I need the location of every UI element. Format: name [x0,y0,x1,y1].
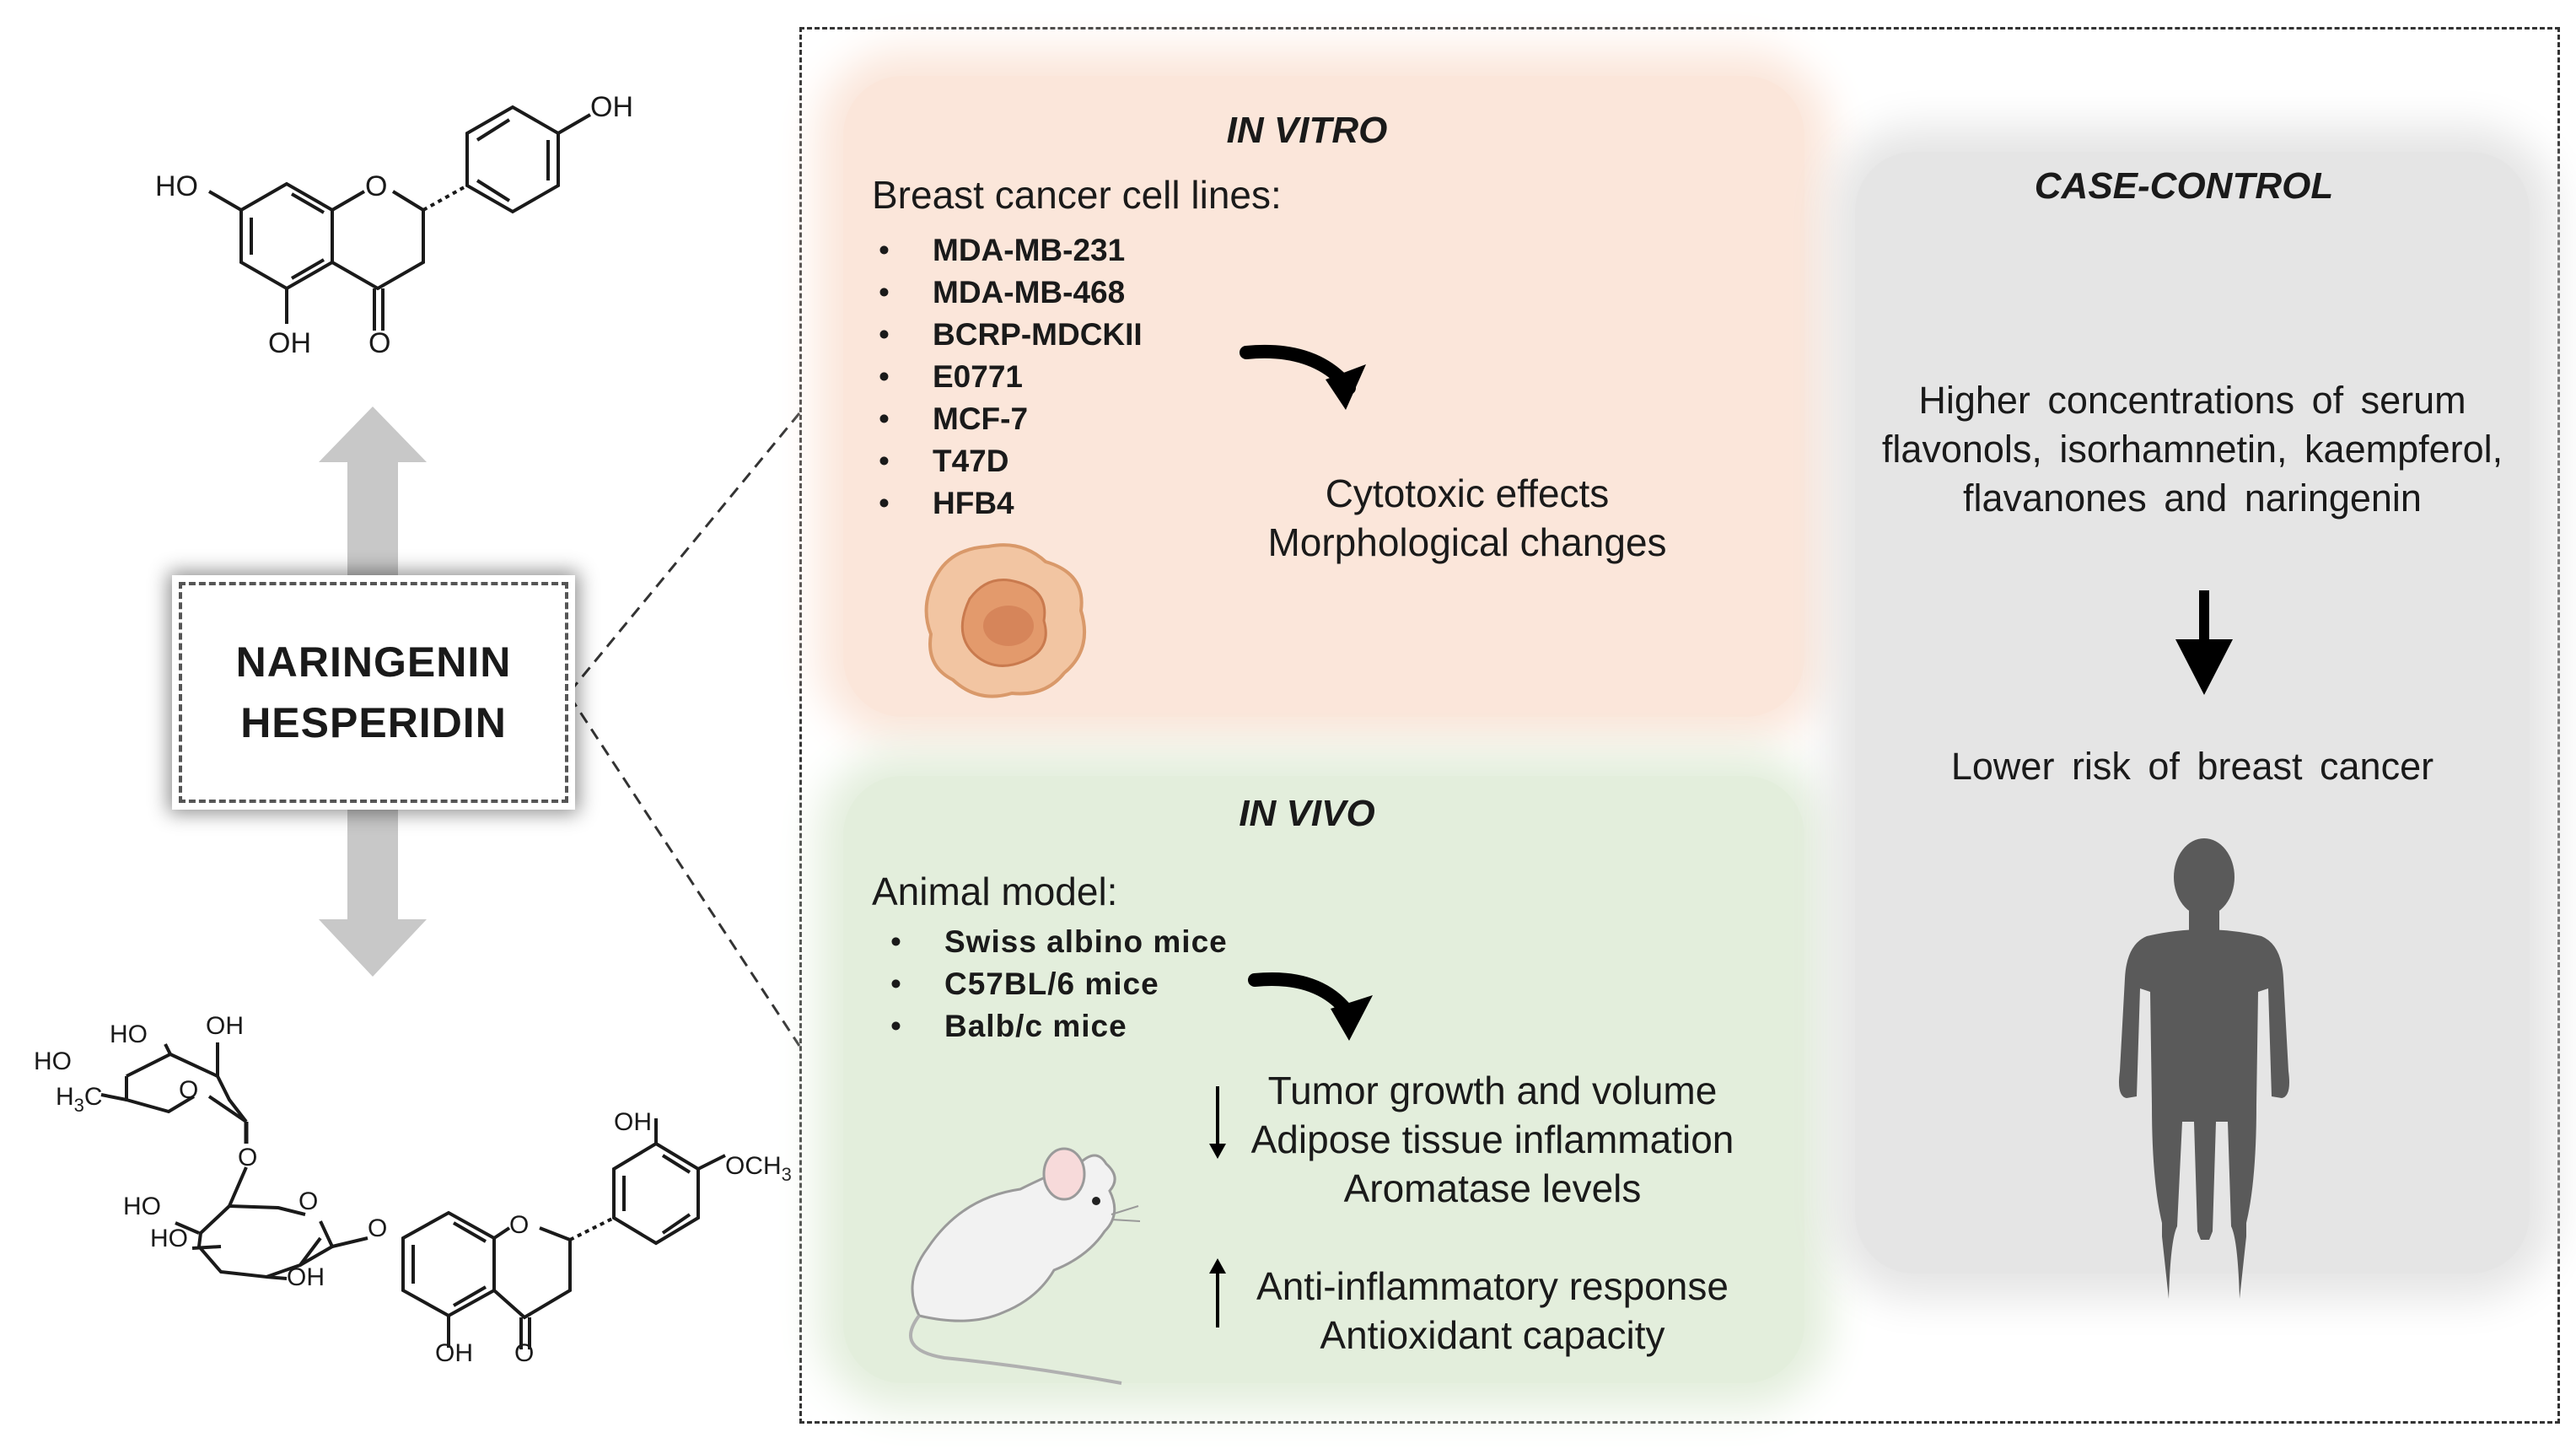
in-vitro-lead: Breast cancer cell lines: [872,173,1282,217]
hesperidin-och3-och: OCH [725,1152,782,1180]
hesperidin-och3-sub: 3 [782,1164,792,1185]
list-item: C57BL/6 mice [884,963,1228,1005]
in-vivo-lead: Animal model: [872,870,1118,913]
curved-arrow-icon [1248,972,1373,1041]
mouse-icon [909,1147,1141,1385]
naringenin-structure [207,105,592,331]
hesperidin-ring-oxygen-1: O [179,1076,198,1104]
list-item: HFB4 [872,482,1143,525]
human-silhouette-icon [2119,838,2289,1299]
decreased-tumor: Tumor growth and volume [1267,1069,1718,1112]
list-item: Swiss albino mice [884,921,1228,963]
naringenin-oh-bottom: OH [268,327,311,359]
case-control-finding: Higher concentrations of serum flavonols… [1830,376,2555,523]
finding-line-1: Higher concentrations of serum [1918,379,2466,422]
hesperidin-oh-a: OH [206,1012,244,1040]
hesperidin-ho-c: HO [34,1047,72,1075]
effect-cytotoxic: Cytotoxic effects [1325,471,1610,515]
compound-name-naringenin: NARINGENIN [235,638,512,686]
hesperidin-link-oxygen-1: O [238,1144,257,1171]
list-item: E0771 [872,356,1143,398]
up-arrow-icon [319,407,427,582]
increased-anti-inflammatory: Anti-inflammatory response [1256,1264,1729,1308]
hesperidin-och3: OCH3 [725,1152,792,1185]
down-arrow-icon [2175,590,2233,695]
connector-line-top [568,412,801,692]
decreased-aromatase: Aromatase levels [1343,1166,1642,1210]
naringenin-oh-top: OH [590,91,633,123]
hesperidin-ho-e: HO [150,1225,188,1252]
naringenin-ketone-oxygen: O [368,327,390,359]
hesperidin-oh-g: OH [614,1108,652,1136]
in-vitro-title: IN VITRO [1226,110,1388,151]
in-vivo-increased: Anti-inflammatory response Antioxidant c… [1223,1262,1762,1360]
in-vivo-decreased: Tumor growth and volume Adipose tissue i… [1223,1066,1762,1213]
in-vitro-effects: Cytotoxic effects Morphological changes [1214,469,1720,567]
hesperidin-h3c-c: C [84,1083,103,1111]
compound-label-box: NARINGENIN HESPERIDIN [179,582,568,803]
hesperidin-h3c-h: H [56,1083,74,1111]
connector-line-bottom [568,696,801,1047]
evidence-frame [799,27,2560,1424]
list-item: MDA-MB-468 [872,272,1143,314]
hesperidin-ho-b: HO [110,1020,148,1048]
case-control-outcome: Lower risk of breast cancer [1950,745,2434,788]
increased-antioxidant: Antioxidant capacity [1320,1313,1665,1357]
hesperidin-link-oxygen-2: O [368,1214,387,1242]
hesperidin-ring-oxygen-3: O [509,1211,529,1239]
hesperidin-ring-oxygen-2: O [298,1187,318,1215]
finding-line-2: flavonols, isorhamnetin, kaempferol, [1881,428,2503,471]
naringenin-ho-left: HO [155,170,198,202]
in-vivo-title: IN VIVO [1239,793,1375,834]
cancer-cell-icon [924,543,1087,698]
cell-line-list: MDA-MB-231 MDA-MB-468 BCRP-MDCKII E0771 … [872,229,1143,525]
decrease-arrow-icon [1209,1086,1226,1159]
list-item: T47D [872,440,1143,482]
increase-arrow-icon [1209,1258,1226,1327]
compound-name-hesperidin: HESPERIDIN [240,699,507,746]
decreased-adipose: Adipose tissue inflammation [1250,1117,1734,1161]
list-item: BCRP-MDCKII [872,314,1143,356]
animal-model-list: Swiss albino mice C57BL/6 mice Balb/c mi… [884,921,1228,1047]
hesperidin-h3c-sub: 3 [74,1095,84,1116]
effect-morphological: Morphological changes [1267,520,1667,564]
hesperidin-ho-d: HO [123,1193,161,1220]
list-item: MDA-MB-231 [872,229,1143,272]
case-control-title: CASE-CONTROL [2034,165,2334,207]
down-arrow-icon [319,808,427,977]
curved-arrow-icon [1240,344,1366,410]
hesperidin-structure [100,1042,726,1349]
naringenin-ring-oxygen: O [365,170,387,202]
finding-line-3: flavanones and naringenin [1963,477,2422,520]
hesperidin-oh-h: OH [435,1339,473,1367]
list-item: Balb/c mice [884,1005,1228,1047]
hesperidin-ketone-oxygen: O [514,1339,534,1367]
list-item: MCF-7 [872,398,1143,440]
hesperidin-oh-f: OH [287,1263,325,1291]
hesperidin-h3c: H3C [56,1083,103,1116]
